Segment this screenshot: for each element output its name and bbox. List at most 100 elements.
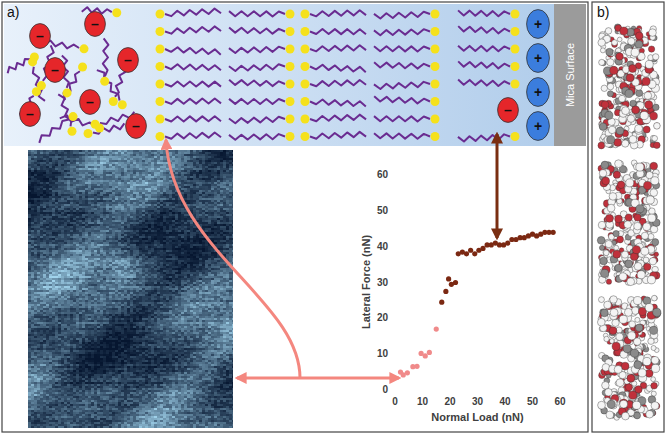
afm-pixel xyxy=(85,160,88,162)
afm-pixel xyxy=(178,184,181,186)
afm-pixel xyxy=(181,180,184,182)
afm-pixel xyxy=(154,178,157,180)
afm-pixel xyxy=(166,170,169,172)
afm-pixel xyxy=(127,198,130,200)
afm-pixel xyxy=(118,172,121,174)
afm-pixel xyxy=(100,196,103,198)
afm-pixel xyxy=(205,156,208,158)
afm-pixel xyxy=(226,198,229,200)
afm-pixel xyxy=(148,154,151,156)
afm-pixel xyxy=(226,152,229,154)
afm-pixel xyxy=(112,182,115,184)
afm-pixel xyxy=(208,176,211,178)
afm-pixel xyxy=(28,170,31,172)
afm-pixel xyxy=(28,176,31,178)
afm-pixel xyxy=(28,204,31,206)
afm-pixel xyxy=(34,196,37,198)
afm-pixel xyxy=(43,202,46,204)
afm-pixel xyxy=(70,164,73,166)
afm-pixel xyxy=(187,158,190,160)
afm-pixel xyxy=(166,194,169,196)
afm-pixel xyxy=(109,162,112,164)
afm-pixel xyxy=(109,194,112,196)
afm-pixel xyxy=(37,188,40,190)
afm-pixel xyxy=(208,168,211,170)
afm-pixel xyxy=(88,182,91,184)
afm-pixel xyxy=(49,154,52,156)
afm-pixel xyxy=(133,190,136,192)
afm-pixel xyxy=(232,198,235,200)
afm-pixel xyxy=(160,160,163,162)
afm-pixel xyxy=(232,192,235,194)
afm-pixel xyxy=(118,158,121,160)
afm-pixel xyxy=(124,154,127,156)
afm-pixel xyxy=(109,164,112,166)
afm-pixel xyxy=(43,182,46,184)
afm-pixel xyxy=(220,200,223,202)
afm-pixel xyxy=(217,184,220,186)
afm-pixel xyxy=(40,200,43,202)
afm-pixel xyxy=(175,174,178,176)
afm-pixel xyxy=(151,180,154,182)
afm-pixel xyxy=(106,194,109,196)
afm-pixel xyxy=(34,198,37,200)
afm-pixel xyxy=(106,154,109,156)
afm-pixel xyxy=(64,198,67,200)
afm-pixel xyxy=(106,184,109,186)
afm-pixel xyxy=(175,158,178,160)
afm-pixel xyxy=(85,164,88,166)
afm-pixel xyxy=(40,176,43,178)
afm-pixel xyxy=(97,162,100,164)
afm-pixel xyxy=(184,180,187,182)
afm-pixel xyxy=(232,164,235,166)
afm-pixel xyxy=(208,192,211,194)
afm-pixel xyxy=(214,154,217,156)
afm-pixel xyxy=(133,192,136,194)
afm-pixel xyxy=(178,162,181,164)
afm-pixel xyxy=(115,174,118,176)
afm-pixel xyxy=(55,192,58,194)
afm-pixel xyxy=(109,160,112,162)
afm-pixel xyxy=(67,150,70,152)
afm-pixel xyxy=(121,176,124,178)
afm-pixel xyxy=(31,166,34,168)
afm-pixel xyxy=(70,198,73,200)
afm-pixel xyxy=(139,184,142,186)
afm-pixel xyxy=(67,170,70,172)
afm-pixel xyxy=(31,156,34,158)
afm-pixel xyxy=(139,176,142,178)
afm-pixel xyxy=(115,152,118,154)
afm-pixel xyxy=(79,160,82,162)
afm-pixel xyxy=(202,172,205,174)
afm-pixel xyxy=(49,150,52,152)
afm-pixel xyxy=(127,154,130,156)
afm-pixel xyxy=(199,160,202,162)
afm-pixel xyxy=(58,204,61,206)
afm-pixel xyxy=(115,164,118,166)
afm-pixel xyxy=(76,166,79,168)
afm-pixel xyxy=(193,168,196,170)
afm-pixel xyxy=(178,180,181,182)
afm-pixel xyxy=(31,180,34,182)
afm-pixel xyxy=(166,184,169,186)
afm-pixel xyxy=(79,184,82,186)
afm-pixel xyxy=(220,198,223,200)
afm-pixel xyxy=(217,166,220,168)
afm-pixel xyxy=(121,178,124,180)
afm-pixel xyxy=(172,164,175,166)
afm-pixel xyxy=(127,170,130,172)
afm-pixel xyxy=(109,178,112,180)
afm-pixel xyxy=(196,172,199,174)
afm-pixel xyxy=(175,172,178,174)
afm-pixel xyxy=(154,186,157,188)
afm-pixel xyxy=(61,156,64,158)
afm-pixel xyxy=(202,180,205,182)
afm-pixel xyxy=(106,156,109,158)
afm-pixel xyxy=(163,172,166,174)
afm-pixel xyxy=(85,178,88,180)
afm-pixel xyxy=(229,188,232,190)
afm-pixel xyxy=(112,192,115,194)
afm-pixel xyxy=(118,200,121,202)
afm-pixel xyxy=(202,170,205,172)
afm-pixel xyxy=(64,182,67,184)
